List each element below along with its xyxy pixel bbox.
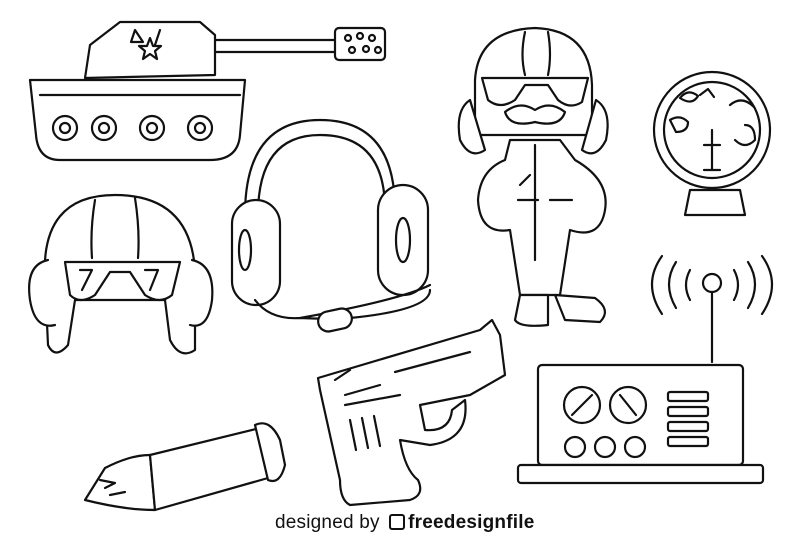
freedesignfile-logo-icon xyxy=(389,514,406,530)
tank-icon xyxy=(28,20,387,162)
watermark-brand: freedesignfile xyxy=(408,512,535,533)
radio-icon xyxy=(516,254,773,485)
headset-icon xyxy=(230,118,432,333)
pilot-icon xyxy=(457,26,609,327)
watermark: designed by freedesignfile xyxy=(275,512,535,534)
bullet-icon xyxy=(83,422,287,512)
watermark-prefix: designed by xyxy=(275,512,380,533)
helmet-icon xyxy=(28,193,214,355)
radar-icon xyxy=(652,70,772,217)
pistol-icon xyxy=(316,318,507,507)
